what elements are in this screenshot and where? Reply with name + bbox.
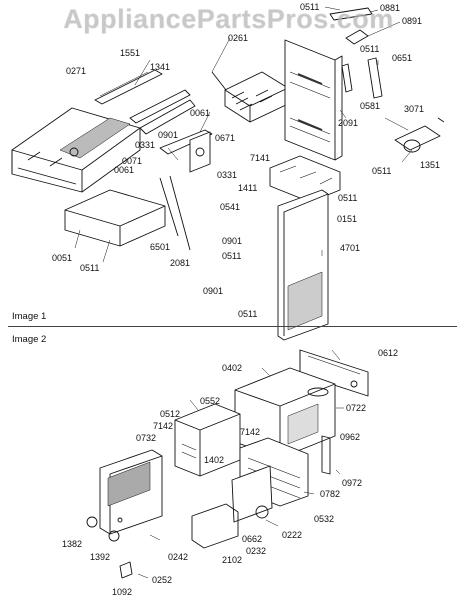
part-label: 0732 — [136, 433, 157, 443]
part-label: 1341 — [150, 62, 171, 72]
part-label: 1551 — [120, 48, 141, 58]
section-label-image1: Image 1 — [12, 311, 47, 322]
ice-dispenser-housing — [11, 107, 141, 193]
part-label: 0662 — [242, 534, 263, 544]
part-label: 1351 — [420, 160, 441, 170]
part-label: 0962 — [340, 432, 361, 442]
shelf-rail — [94, 69, 196, 135]
part-label: 0511 — [300, 2, 320, 12]
part-label: 0511 — [80, 263, 100, 273]
part-label: 0612 — [378, 348, 399, 358]
auger-motor-bracket — [159, 129, 213, 173]
part-label: 7142 — [240, 427, 261, 437]
front-panel — [277, 189, 329, 341]
part-label: 0782 — [320, 489, 341, 499]
part-label: 4701 — [340, 243, 361, 253]
rod-0651 — [367, 57, 383, 99]
bar-1341 — [129, 89, 191, 124]
bracket-0612 — [299, 349, 369, 397]
part-label: 0071 — [122, 156, 143, 166]
part-label: 1402 — [204, 455, 225, 465]
part-label: 0972 — [342, 478, 363, 488]
part-label: 0242 — [168, 552, 189, 562]
part-label: 0552 — [200, 396, 221, 406]
part-label: 0901 — [158, 130, 179, 140]
part-label: 0512 — [160, 409, 181, 419]
part-label: 0252 — [152, 575, 173, 585]
part-label: 0331 — [217, 170, 238, 180]
part-label: 0061 — [190, 108, 211, 118]
knob-1382 — [86, 516, 98, 528]
part-label: 0151 — [337, 214, 358, 224]
motor-1351 — [394, 117, 445, 153]
rod-6501 — [159, 177, 179, 237]
clip-1092 — [119, 561, 133, 579]
bracket-2102 — [191, 503, 239, 549]
frame-0552 — [174, 403, 241, 477]
part-label: 1392 — [90, 552, 111, 562]
part-label: 0271 — [66, 66, 87, 76]
part-label: 3071 — [404, 104, 425, 114]
part-label: 0511 — [360, 44, 380, 54]
section-label-image2: Image 2 — [12, 334, 47, 345]
part-label: 0331 — [135, 140, 156, 150]
part-label: 0532 — [314, 514, 335, 524]
part-label: 2102 — [222, 555, 243, 565]
section-divider — [8, 326, 457, 327]
part-label: 0402 — [222, 363, 243, 373]
part-label: 0232 — [246, 546, 267, 556]
part-label: 0511 — [372, 166, 392, 176]
part-label: 1411 — [238, 183, 258, 193]
part-label: 0671 — [215, 133, 236, 143]
part-label: 0901 — [222, 236, 243, 246]
part-label: 0051 — [52, 253, 73, 263]
motor-0222 — [231, 465, 273, 523]
part-label: 0891 — [402, 16, 423, 26]
bracket-0891 — [345, 29, 369, 45]
part-label: 0581 — [360, 101, 381, 111]
part-label: 0881 — [380, 3, 401, 13]
ice-maker — [211, 71, 289, 123]
part-label: 0722 — [346, 403, 367, 413]
knob-1392 — [108, 530, 120, 542]
part-0581 — [341, 63, 353, 93]
part-label: 1382 — [62, 539, 83, 549]
part-label: 0511 — [238, 309, 258, 319]
part-label: 0511 — [338, 193, 358, 203]
back-panel — [284, 39, 343, 161]
rod-0962 — [321, 435, 331, 475]
part-label: 0541 — [220, 202, 241, 212]
part-label: 2081 — [170, 258, 191, 268]
part-label: 2091 — [338, 118, 359, 128]
part-label: 7141 — [250, 153, 271, 163]
box-0051 — [64, 189, 166, 247]
part-label: 0061 — [114, 165, 135, 175]
part-label: 0651 — [392, 53, 413, 63]
part-label: 6501 — [150, 242, 171, 252]
part-label: 0261 — [228, 33, 249, 43]
cover-0402 — [234, 367, 336, 459]
part-label: 7142 — [153, 421, 174, 431]
part-label: 0901 — [203, 286, 224, 296]
part-label: 1092 — [112, 587, 133, 597]
part-label: 0222 — [282, 530, 303, 540]
part-label: 0511 — [222, 251, 242, 261]
rod-2081 — [169, 175, 191, 251]
front-bezel-0242 — [99, 449, 163, 535]
bracket-0881 — [329, 7, 373, 21]
